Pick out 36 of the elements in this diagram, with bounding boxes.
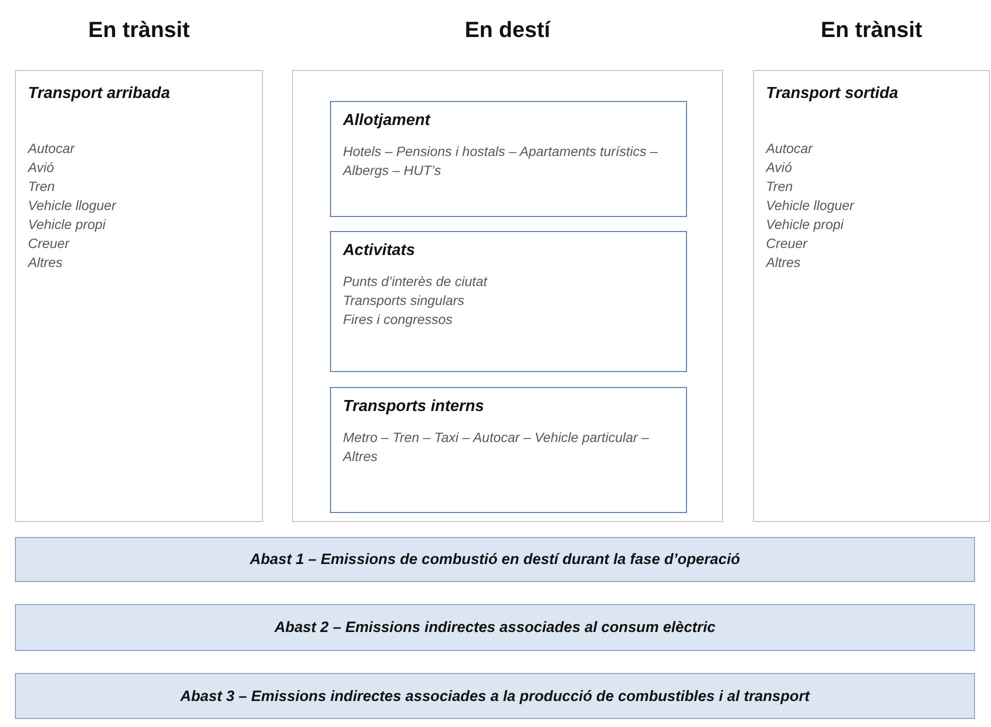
category-box [330, 231, 687, 372]
list-item: Vehicle lloguer [766, 197, 856, 215]
category-heading: Transports interns [343, 398, 486, 416]
category-item: Hotels – Pensions i hostals – Apartaments turístics – Albergs – HUT’s [343, 143, 659, 180]
column-heading: En trànsit [820, 17, 924, 43]
panel-heading: Transport sortida [766, 85, 900, 103]
category-box [330, 101, 687, 217]
category-heading: Allotjament [343, 112, 432, 130]
scope-band [15, 673, 975, 719]
list-item: Autocar [28, 140, 76, 158]
scope-text: Abast 2 – Emissions indirectes associades al consum elèctric [274, 619, 716, 636]
category-item: Punts d’interès de ciutat [343, 273, 488, 291]
category-box [330, 387, 687, 513]
list-item: Tren [28, 178, 56, 196]
list-item: Autocar [766, 140, 814, 158]
scope-band [15, 537, 975, 582]
category-item: Transports singulars [343, 292, 466, 310]
category-item: Fires i congressos [343, 311, 454, 329]
list-item: Avió [28, 159, 56, 177]
list-item: Altres [766, 254, 802, 272]
list-item: Creuer [766, 235, 809, 253]
panel-heading: Transport arribada [28, 85, 171, 103]
list-item: Vehicle propi [766, 216, 845, 234]
list-item: Vehicle lloguer [28, 197, 118, 215]
list-item: Altres [28, 254, 64, 272]
list-item: Creuer [28, 235, 71, 253]
scope-text: Abast 1 – Emissions de combustió en destí durant la fase d’operació [250, 551, 740, 568]
scope-band [15, 604, 975, 651]
list-item: Tren [766, 178, 794, 196]
column-heading: En destí [464, 17, 552, 43]
column-heading: En trànsit [87, 17, 191, 43]
scope-text: Abast 3 – Emissions indirectes associades a la producció de combustibles i al transport [180, 688, 810, 704]
list-item: Vehicle propi [28, 216, 107, 234]
list-item: Avió [766, 159, 794, 177]
category-heading: Activitats [343, 242, 416, 260]
category-item: Metro – Tren – Taxi – Autocar – Vehicle particular – Altres [343, 429, 650, 466]
